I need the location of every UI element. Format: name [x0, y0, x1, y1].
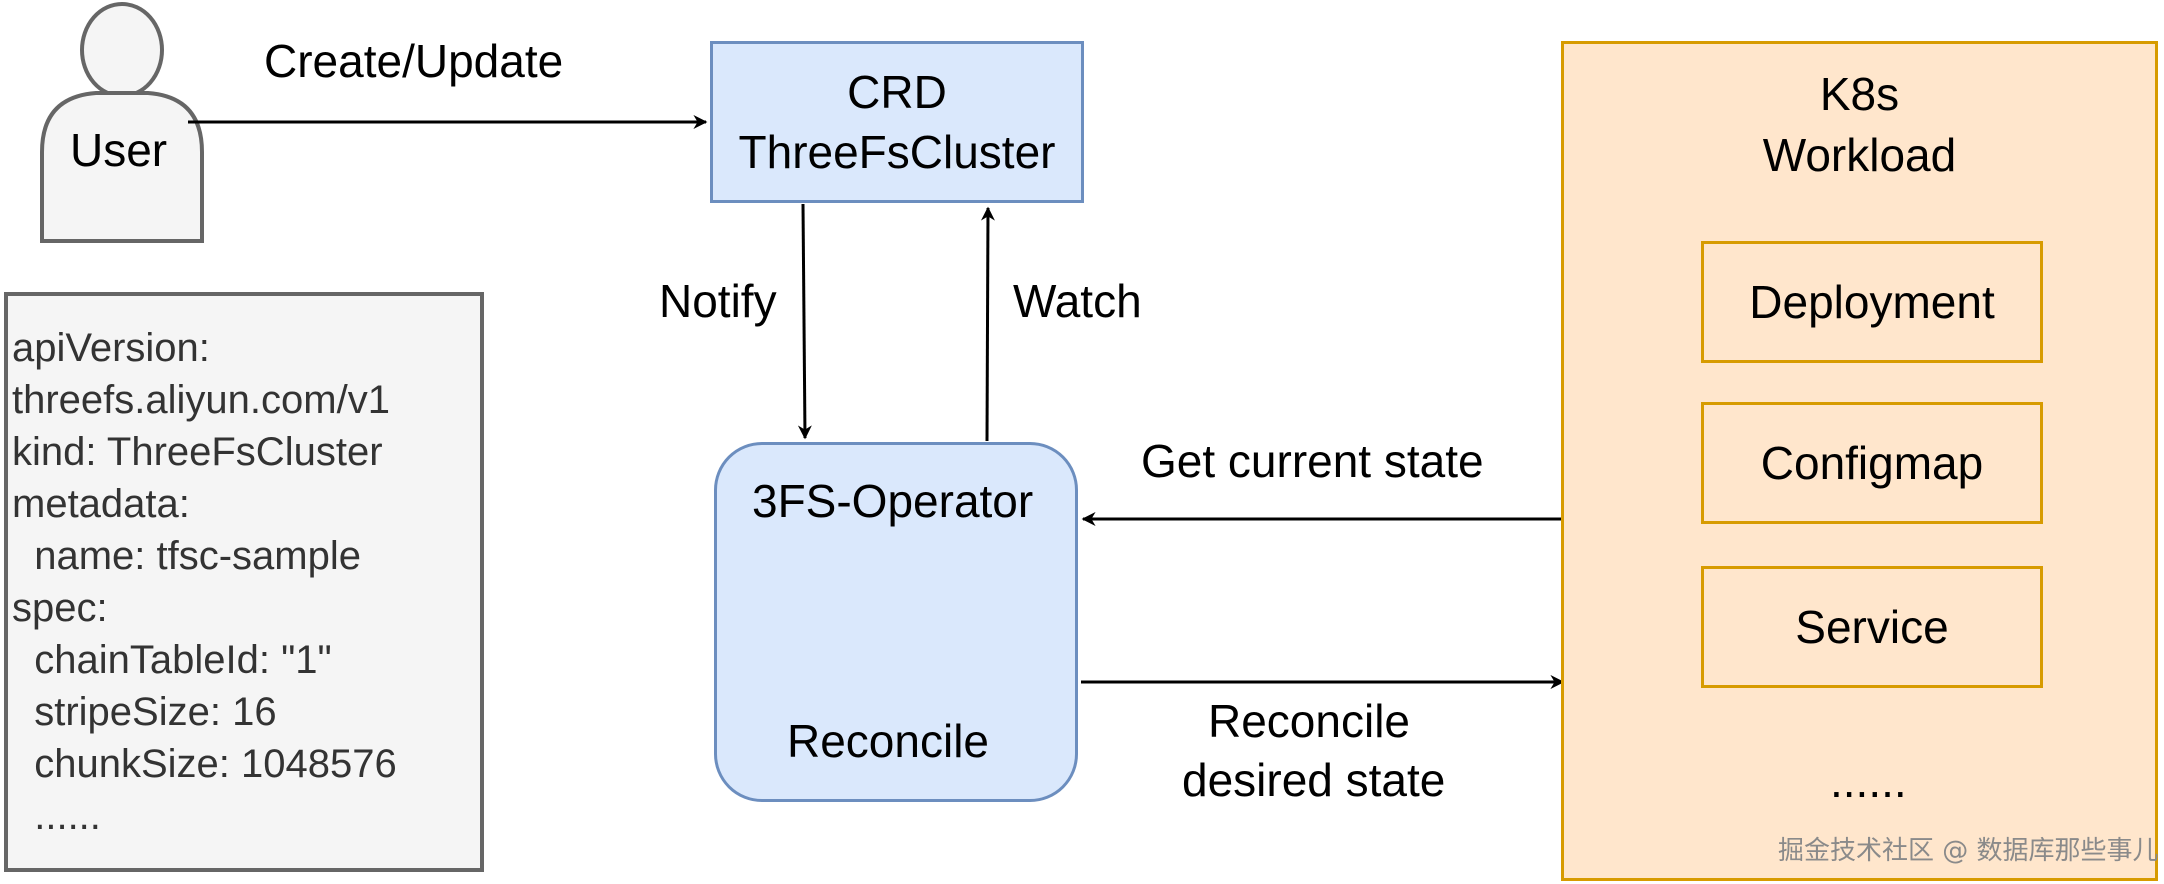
yaml-line: ...... — [12, 794, 101, 838]
create-update-label: Create/Update — [264, 35, 564, 87]
watch-label: Watch — [1013, 275, 1142, 327]
notify-arrow — [797, 203, 812, 440]
k8s-title-2: Workload — [1762, 129, 1957, 181]
yaml-spec-box: apiVersion: threefs.aliyun.com/v1 kind: Th… — [4, 292, 484, 872]
crd-kind: ThreeFsCluster — [738, 126, 1056, 178]
resource-service: Service — [1701, 566, 2043, 688]
yaml-line: kind: ThreeFsCluster — [12, 430, 383, 474]
watch-arrow — [980, 206, 995, 442]
yaml-line: threefs.aliyun.com/v1 — [12, 378, 390, 422]
user-label: User — [70, 124, 168, 176]
yaml-line: chunkSize: 1048576 — [12, 742, 397, 786]
reconcile-label: Reconcile — [787, 715, 989, 767]
operator-box — [714, 442, 1078, 802]
resource-more: ...... — [1830, 755, 1907, 807]
crd-title: CRD — [847, 66, 947, 118]
reconcile-desired-label-2: desired state — [1182, 754, 1446, 806]
yaml-line: apiVersion: — [12, 326, 210, 370]
resource-deployment: Deployment — [1701, 241, 2043, 363]
crd-box: CRD ThreeFsCluster — [710, 41, 1084, 203]
reconcile-desired-label-1: Reconcile — [1208, 695, 1410, 747]
yaml-line: chainTableId: "1" — [12, 638, 332, 682]
operator-title: 3FS-Operator — [752, 475, 1034, 527]
get-state-label: Get current state — [1141, 435, 1484, 487]
user-icon — [40, 2, 204, 243]
yaml-line: spec: — [12, 586, 108, 630]
yaml-line: stripeSize: 16 — [12, 690, 277, 734]
resource-configmap: Configmap — [1701, 402, 2043, 524]
k8s-title-1: K8s — [1819, 68, 1900, 120]
watermark: 掘金技术社区 @ 数据库那些事儿 — [1778, 836, 2159, 866]
yaml-line: metadata: — [12, 482, 190, 526]
notify-label: Notify — [659, 275, 777, 327]
yaml-spec-text: apiVersion: threefs.aliyun.com/v1 kind: Th… — [8, 296, 480, 842]
yaml-line: name: tfsc-sample — [12, 534, 362, 578]
